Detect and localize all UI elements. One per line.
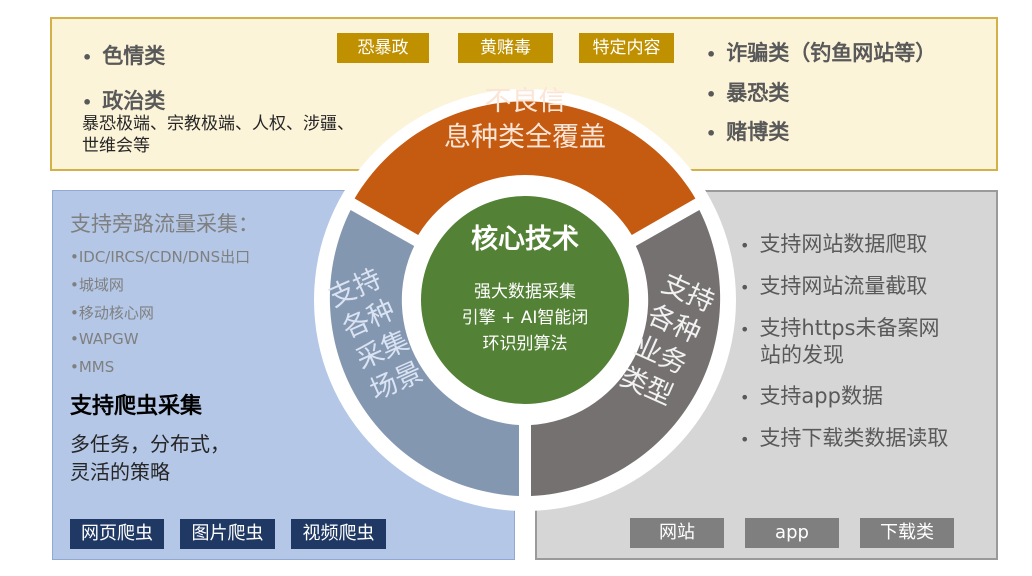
bypass-item: •MMS (70, 358, 115, 376)
bypass-item: •IDC/IRCS/CDN/DNS出口 (70, 248, 251, 266)
ring-top-label: 不良信 (485, 86, 566, 117)
bypass-item: •WAPGW (70, 330, 139, 348)
bypass-item: •城域网 (70, 276, 124, 294)
bullet-icon: • (706, 85, 717, 104)
crawler-desc-line: 多任务，分布式， (70, 432, 230, 456)
core-title: 核心技术 (471, 223, 579, 255)
category-gambling: •赌博类 (706, 120, 790, 144)
tag-download: 下载类 (860, 518, 954, 548)
category-porn: •色情类 (82, 44, 166, 68)
category-terror: •暴恐类 (706, 81, 790, 105)
capability-item: •支持下载类数据读取 (740, 426, 949, 450)
capability-item: •支持网站流量截取 (740, 274, 928, 298)
category-fraud: •诈骗类（钓鱼网站等） (706, 41, 937, 65)
bullet-icon: • (740, 388, 750, 407)
bullet-icon: • (740, 236, 750, 255)
crawler-title: 支持爬虫采集 (70, 394, 203, 419)
tag-website: 网站 (630, 518, 724, 548)
bullet-icon: • (706, 124, 717, 143)
bullet-icon: • (740, 278, 750, 297)
capability-item: •支持网站数据爬取 (740, 232, 928, 256)
bullet-icon: • (82, 93, 93, 112)
ring-segment-right (531, 210, 721, 496)
politics-detail: 暴恐极端、宗教极端、人权、涉疆、世维会等 (82, 114, 354, 156)
ring-top-label: 息种类全覆盖 (444, 122, 606, 153)
bypass-heading: 支持旁路流量采集： (70, 212, 259, 236)
bullet-icon: • (82, 48, 93, 67)
ring-segment-top (354, 101, 696, 236)
core-desc-line: 引擎 + AI智能闭 (462, 308, 589, 328)
ring-left-text: 支持 各种 采集 场景 (324, 263, 427, 406)
tag-specific-content: 特定内容 (579, 33, 674, 63)
crawler-desc-line: 灵活的策略 (70, 460, 170, 484)
tag-web-crawler: 网页爬虫 (70, 519, 164, 549)
bullet-icon: • (740, 320, 750, 339)
tag-terror-politics: 恐暴政 (337, 33, 429, 63)
bullet-icon: • (740, 430, 750, 449)
bypass-item: •移动核心网 (70, 304, 154, 322)
capability-item: •支持app数据 (740, 384, 883, 408)
tag-porn-gambling-drugs: 黄赌毒 (458, 33, 553, 63)
bullet-icon: • (706, 45, 717, 64)
core-desc-line: 强大数据采集 (474, 282, 576, 302)
capability-item: •支持https未备案网 (740, 316, 940, 340)
tag-video-crawler: 视频爬虫 (291, 519, 386, 549)
tag-app: app (745, 518, 839, 548)
ring-segment-left (329, 210, 519, 496)
capability-item-continued: 站的发现 (760, 343, 844, 367)
core-desc-line: 环识别算法 (483, 334, 568, 354)
core-circle (421, 196, 629, 404)
tag-image-crawler: 图片爬虫 (180, 519, 275, 549)
category-politics: •政治类 (82, 89, 166, 113)
